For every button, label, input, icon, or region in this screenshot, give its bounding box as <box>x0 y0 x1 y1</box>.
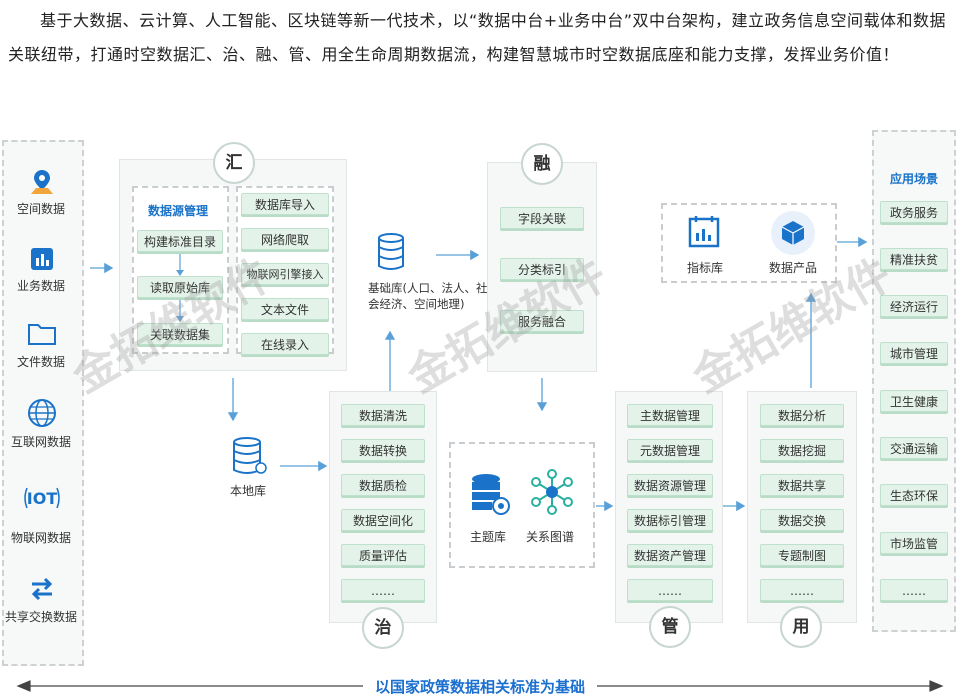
import-text-file[interactable]: 文本文件 <box>241 298 329 320</box>
app-item-4[interactable]: 城市管理 <box>880 342 948 364</box>
rong-item-1[interactable]: 字段关联 <box>500 207 584 229</box>
theme-db-label: 主题库 <box>470 530 507 544</box>
zhi-item-5[interactable]: 质量评估 <box>341 544 425 566</box>
knowledge-graph-label: 关系图谱 <box>526 530 575 544</box>
database-icon <box>378 233 404 270</box>
yong-item-more[interactable]: …… <box>760 579 844 601</box>
location-pin-icon <box>31 170 53 194</box>
globe-icon <box>28 399 56 427</box>
data-source-mgmt-title: 数据源管理 <box>148 204 209 218</box>
base-db-label: 基础库(人口、法人、社会经济、空间地理) <box>368 281 488 311</box>
guan-item-1[interactable]: 主数据管理 <box>627 404 713 426</box>
theme-db-icon <box>472 474 510 515</box>
guan-item-more[interactable]: …… <box>627 579 713 601</box>
source-label-business: 业务数据 <box>17 279 66 293</box>
source-label-exchange: 共享交换数据 <box>5 610 78 624</box>
app-scenarios-title: 应用场景 <box>890 172 939 186</box>
intro-paragraph: 基于大数据、云计算、人工智能、区块链等新一代技术，以“数据中台+业务中台”双中台… <box>8 11 946 64</box>
app-item-2[interactable]: 精准扶贫 <box>880 248 948 270</box>
source-label-iot: 物联网数据 <box>11 531 72 545</box>
app-item-8[interactable]: 市场监管 <box>880 532 948 554</box>
data-product-label: 数据产品 <box>769 261 818 275</box>
source-label-internet: 互联网数据 <box>11 435 72 449</box>
guan-item-5[interactable]: 数据资产管理 <box>627 544 713 566</box>
bottom-foundation-text: 以国家政策数据相关标准为基础 <box>0 676 960 697</box>
rong-item-3[interactable]: 服务融合 <box>500 310 584 332</box>
hui-circle: 汇 <box>213 142 255 184</box>
zhi-circle: 治 <box>362 607 404 649</box>
app-item-1[interactable]: 政务服务 <box>880 201 948 223</box>
app-item-5[interactable]: 卫生健康 <box>880 390 948 412</box>
source-label-spatial: 空间数据 <box>17 202 66 216</box>
guan-item-4[interactable]: 数据标引管理 <box>627 509 713 531</box>
zhi-item-1[interactable]: 数据清洗 <box>341 404 425 426</box>
guan-circle: 管 <box>649 606 691 648</box>
app-item-7[interactable]: 生态环保 <box>880 484 948 506</box>
knowledge-graph-icon <box>531 469 573 515</box>
app-item-more[interactable]: …… <box>880 579 948 601</box>
zhi-item-more[interactable]: …… <box>341 579 425 601</box>
app-item-6[interactable]: 交通运输 <box>880 437 948 459</box>
local-db-label: 本地库 <box>230 484 267 498</box>
rong-circle: 融 <box>521 143 563 185</box>
yong-item-4[interactable]: 数据交换 <box>760 509 844 531</box>
hui-step-2[interactable]: 读取原始库 <box>137 276 223 298</box>
import-online-entry[interactable]: 在线录入 <box>241 333 329 355</box>
iot-icon: IOT <box>24 487 60 509</box>
yong-circle: 用 <box>780 606 822 648</box>
guan-item-3[interactable]: 数据资源管理 <box>627 474 713 496</box>
yong-item-5[interactable]: 专题制图 <box>760 544 844 566</box>
data-sources-panel <box>2 140 84 666</box>
index-library-label: 指标库 <box>687 261 724 275</box>
guan-item-2[interactable]: 元数据管理 <box>627 439 713 461</box>
exchange-arrows-icon <box>31 577 53 601</box>
yong-item-1[interactable]: 数据分析 <box>760 404 844 426</box>
step-arrows <box>176 254 184 322</box>
folder-icon <box>28 324 56 345</box>
rong-item-2[interactable]: 分类标引 <box>500 258 584 280</box>
index-library-icon <box>688 216 720 248</box>
import-web-crawl[interactable]: 网络爬取 <box>241 228 329 250</box>
svg-text:IOT: IOT <box>27 489 58 508</box>
zhi-item-4[interactable]: 数据空间化 <box>341 509 425 531</box>
source-label-file: 文件数据 <box>17 355 66 369</box>
hui-step-1[interactable]: 构建标准目录 <box>137 230 223 252</box>
app-item-3[interactable]: 经济运行 <box>880 295 948 317</box>
data-product-icon <box>771 211 815 255</box>
local-database-icon <box>233 437 267 474</box>
import-database[interactable]: 数据库导入 <box>241 193 329 215</box>
import-iot-engine[interactable]: 物联网引擎接入 <box>241 263 329 285</box>
hui-step-3[interactable]: 关联数据集 <box>137 323 223 345</box>
yong-item-3[interactable]: 数据共享 <box>760 474 844 496</box>
yong-item-2[interactable]: 数据挖掘 <box>760 439 844 461</box>
business-data-icon <box>31 248 53 270</box>
zhi-item-3[interactable]: 数据质检 <box>341 474 425 496</box>
zhi-item-2[interactable]: 数据转换 <box>341 439 425 461</box>
